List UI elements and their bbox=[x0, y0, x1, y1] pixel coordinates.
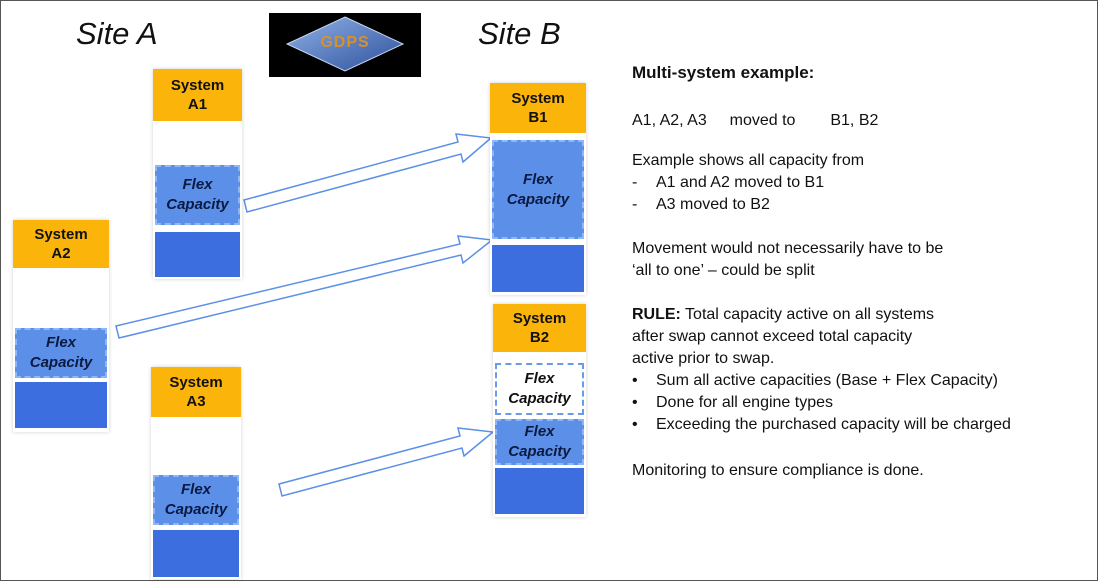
system-b1-label: System bbox=[511, 90, 565, 107]
logo-text: GDPS bbox=[320, 34, 370, 51]
system-a2-label: System bbox=[34, 226, 88, 243]
system-b2-header: System B2 bbox=[493, 304, 586, 352]
flex-label: Flex bbox=[524, 370, 555, 387]
movement-note-line1: Movement would not necessarily have to b… bbox=[632, 240, 944, 257]
rule-label: RULE: bbox=[632, 306, 681, 323]
system-a1-label: System bbox=[170, 77, 225, 94]
rule-line2: after swap cannot exceed total capacity bbox=[632, 328, 913, 345]
system-b2-inactive-flex-capacity: Flex Capacity bbox=[495, 363, 584, 415]
explanation-panel: Multi-system example: A1, A2, A3 moved t… bbox=[632, 62, 1092, 482]
system-b2-label: System bbox=[512, 310, 567, 327]
example-intro: Example shows all capacity from bbox=[632, 152, 865, 169]
system-a3-column: System A3 Flex Capacity bbox=[151, 367, 241, 579]
rule-line1: RULE: Total capacity active on all syste… bbox=[632, 304, 1092, 326]
move-from: A1, A2, A3 bbox=[632, 112, 707, 129]
system-a3-label: System bbox=[169, 374, 223, 391]
flex-label: Flex bbox=[182, 176, 213, 193]
system-a3-base-capacity bbox=[153, 530, 239, 577]
flex-label: Flex bbox=[180, 481, 211, 498]
site-b-title: Site B bbox=[478, 16, 561, 51]
capacity-label: Capacity bbox=[508, 390, 571, 407]
system-a2-id: A2 bbox=[51, 245, 71, 262]
move-verb: moved to bbox=[729, 112, 796, 129]
system-a3-header: System A3 bbox=[151, 367, 241, 417]
rule-item: Done for all engine types bbox=[632, 392, 1092, 414]
gdps-diamond-icon bbox=[285, 16, 405, 72]
rule-item: Exceeding the purchased capacity will be… bbox=[632, 414, 1092, 436]
system-a1-base-capacity bbox=[155, 232, 240, 277]
system-b2-flex-capacity: Flex Capacity bbox=[495, 419, 584, 465]
arrow-a1-to-b1 bbox=[243, 133, 493, 213]
system-a3-flex-capacity: Flex Capacity bbox=[153, 475, 239, 525]
gdps-logo: GDPS bbox=[269, 13, 421, 77]
rule-line3: active prior to swap. bbox=[632, 350, 775, 367]
flex-label: Flex bbox=[524, 423, 555, 440]
rule-item: Sum all active capacities (Base + Flex C… bbox=[632, 370, 1092, 392]
system-a1-header: System A1 bbox=[153, 69, 242, 121]
system-a1-id: A1 bbox=[187, 96, 208, 113]
system-b2-id: B2 bbox=[529, 329, 550, 346]
flex-label: Flex bbox=[45, 334, 76, 351]
system-b2-base-capacity bbox=[495, 468, 584, 514]
system-b1-id: B1 bbox=[528, 109, 548, 126]
system-a3-id: A3 bbox=[186, 393, 206, 410]
system-b2-column: System B2 Flex Capacity Flex Capacity bbox=[493, 304, 586, 517]
system-b1-column: System B1 Flex Capacity bbox=[490, 83, 586, 295]
movement-summary: A1, A2, A3 moved to B1, B2 bbox=[632, 110, 1092, 132]
arrow-a3-to-b2 bbox=[278, 427, 495, 497]
capacity-label: Capacity bbox=[508, 443, 571, 460]
move-to: B1, B2 bbox=[830, 112, 879, 129]
system-a2-base-capacity bbox=[15, 382, 107, 428]
system-b1-base-capacity bbox=[492, 245, 584, 292]
system-a1-flex-capacity: Flex Capacity bbox=[155, 165, 240, 225]
rule-text: Total capacity active on all systems bbox=[680, 306, 935, 323]
capacity-label: Capacity bbox=[164, 501, 228, 518]
system-a1-column: System A1 Flex Capacity bbox=[153, 69, 242, 279]
example-item: A1 and A2 moved to B1 bbox=[632, 172, 1092, 194]
movement-note-line2: ‘all to one’ – could be split bbox=[632, 262, 815, 279]
arrow-a2-to-b1 bbox=[115, 235, 494, 339]
capacity-label: Capacity bbox=[506, 190, 570, 208]
monitoring-note: Monitoring to ensure compliance is done. bbox=[632, 462, 924, 479]
system-a2-column: System A2 Flex Capacity bbox=[13, 220, 109, 432]
example-item: A3 moved to B2 bbox=[632, 194, 1092, 216]
panel-title: Multi-system example: bbox=[632, 63, 815, 82]
system-b1-flex-capacity: Flex Capacity bbox=[492, 140, 584, 239]
system-a2-flex-capacity: Flex Capacity bbox=[15, 328, 107, 378]
capacity-label: Capacity bbox=[166, 196, 229, 213]
capacity-label: Capacity bbox=[29, 354, 93, 371]
system-a2-header: System A2 bbox=[13, 220, 109, 268]
system-b1-header: System B1 bbox=[490, 83, 586, 133]
flex-label: Flex bbox=[522, 170, 553, 188]
site-a-title: Site A bbox=[76, 16, 158, 51]
